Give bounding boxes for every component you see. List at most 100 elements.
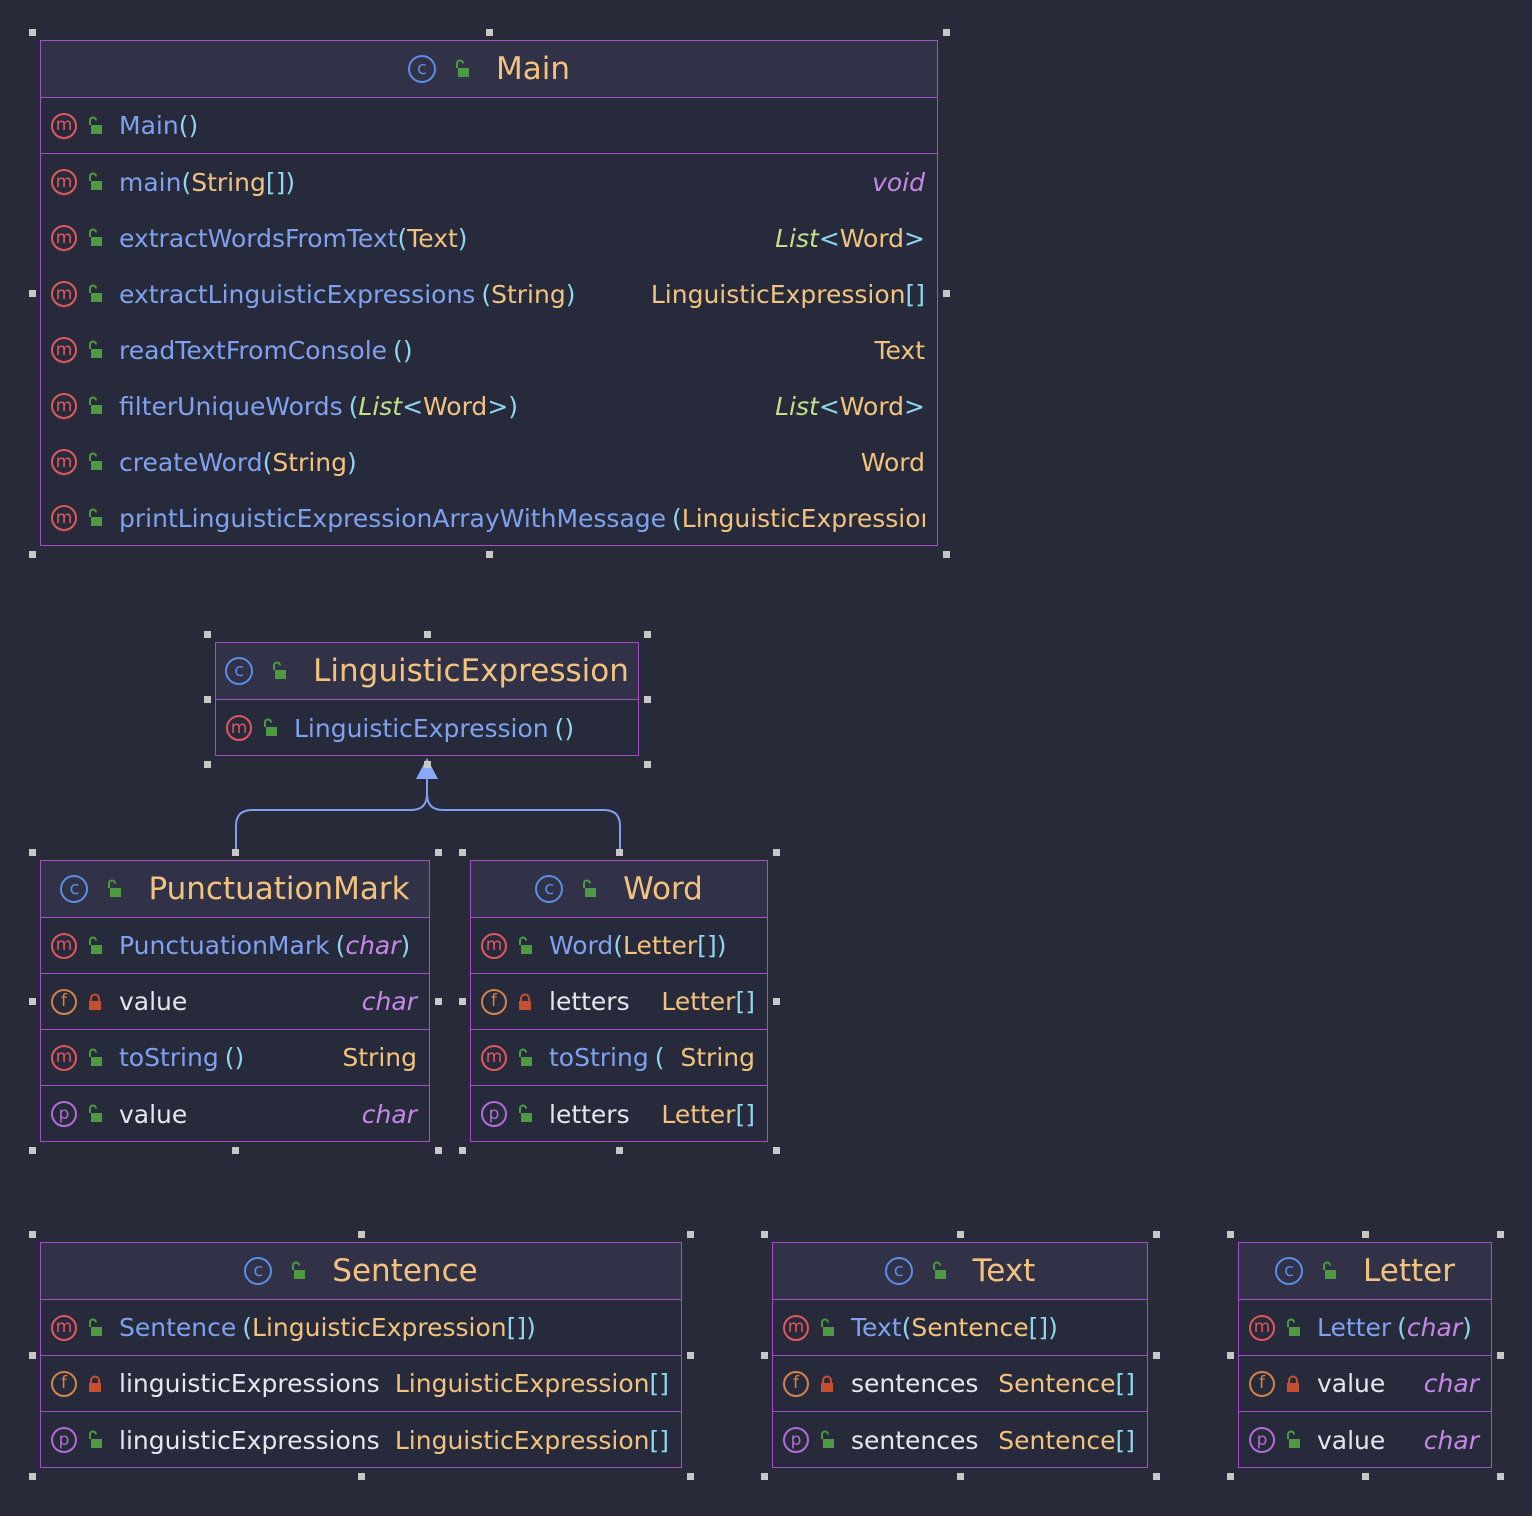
method-signature: Letter(char) [1317, 1313, 1479, 1342]
resize-handle[interactable] [232, 849, 239, 856]
resize-handle[interactable] [1153, 1352, 1160, 1359]
resize-handle[interactable] [761, 1231, 768, 1238]
resize-handle[interactable] [1497, 1352, 1504, 1359]
inheritance-edge-word[interactable] [426, 776, 621, 856]
resize-handle[interactable] [459, 998, 466, 1005]
resize-handle[interactable] [204, 761, 211, 768]
resize-handle[interactable] [773, 1147, 780, 1154]
resize-handle[interactable] [29, 29, 36, 36]
resize-handle[interactable] [29, 1473, 36, 1480]
resize-handle[interactable] [486, 551, 493, 558]
resize-handle[interactable] [1153, 1231, 1160, 1238]
resize-handle[interactable] [424, 631, 431, 638]
resize-handle[interactable] [204, 696, 211, 703]
resize-handle[interactable] [1497, 1231, 1504, 1238]
resize-handle[interactable] [644, 761, 651, 768]
resize-handle[interactable] [1227, 1352, 1234, 1359]
resize-handle[interactable] [687, 1231, 694, 1238]
resize-handle[interactable] [616, 849, 623, 856]
resize-handle[interactable] [687, 1473, 694, 1480]
public-open-lock-icon [817, 1318, 837, 1338]
resize-handle[interactable] [1227, 1473, 1234, 1480]
resize-handle[interactable] [459, 1147, 466, 1154]
property-name: letters [549, 1099, 630, 1129]
resize-handle[interactable] [761, 1473, 768, 1480]
resize-handle[interactable] [943, 29, 950, 36]
resize-handle[interactable] [424, 761, 431, 768]
resize-handle[interactable] [486, 29, 493, 36]
resize-handle[interactable] [29, 290, 36, 297]
resize-handle[interactable] [957, 1473, 964, 1480]
resize-handle[interactable] [29, 1352, 36, 1359]
resize-handle[interactable] [687, 1352, 694, 1359]
resize-handle[interactable] [1153, 1473, 1160, 1480]
resize-handle[interactable] [761, 1352, 768, 1359]
resize-handle[interactable] [29, 1231, 36, 1238]
resize-handle[interactable] [644, 631, 651, 638]
resize-handle[interactable] [1497, 1473, 1504, 1480]
resize-handle[interactable] [435, 849, 442, 856]
parameter-list: (char) [335, 931, 411, 960]
resize-handle[interactable] [204, 631, 211, 638]
resize-handle[interactable] [1362, 1231, 1369, 1238]
method-icon: m [51, 449, 77, 475]
field-icon: f [51, 1370, 77, 1397]
class-name: LinguisticExpression [313, 653, 629, 689]
resize-handle[interactable] [29, 1147, 36, 1154]
resize-handle[interactable] [957, 1231, 964, 1238]
resize-handle[interactable] [644, 696, 651, 703]
resize-handle[interactable] [435, 998, 442, 1005]
resize-handle[interactable] [943, 290, 950, 297]
resize-handle[interactable] [459, 849, 466, 856]
resize-handle[interactable] [29, 849, 36, 856]
resize-handle[interactable] [943, 551, 950, 558]
resize-handle[interactable] [435, 1147, 442, 1154]
resize-handle[interactable] [358, 1473, 365, 1480]
resize-handle[interactable] [1227, 1231, 1234, 1238]
resize-handle[interactable] [773, 998, 780, 1005]
resize-handle[interactable] [29, 998, 36, 1005]
resize-handle[interactable] [29, 551, 36, 558]
method-icon: m [51, 225, 77, 251]
resize-handle[interactable] [358, 1231, 365, 1238]
resize-handle[interactable] [616, 1147, 623, 1154]
method-icon: m [481, 932, 507, 959]
resize-handle[interactable] [773, 849, 780, 856]
resize-handle[interactable] [1362, 1473, 1369, 1480]
inheritance-edge-punctuation-mark[interactable] [235, 776, 428, 856]
resize-handle[interactable] [232, 1147, 239, 1154]
